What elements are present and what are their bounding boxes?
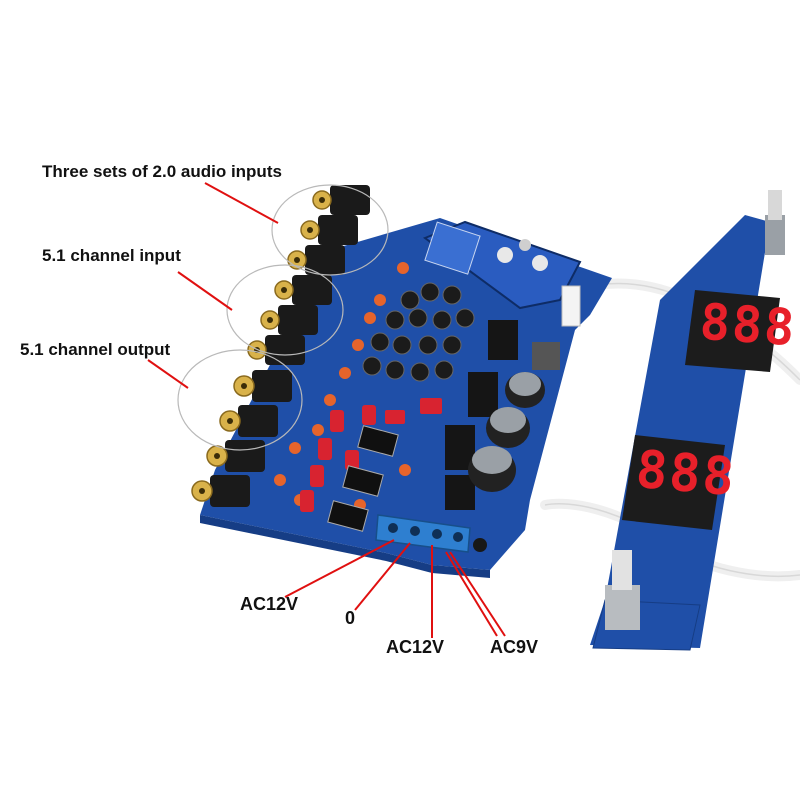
bluetooth-module [422,220,582,310]
label-channel-output: 5.1 channel output [20,340,171,359]
ribbon-connector [561,285,581,327]
regulators [445,320,560,510]
led-readout-upper: 888 [698,292,799,358]
label-ground: 0 [345,608,356,628]
rotary-encoder-bottom [605,550,640,630]
display-strip [590,190,785,651]
led-readout-lower: 888 [633,439,739,509]
electrolytic-capacitors [468,372,545,492]
capacitor-grid [362,282,475,382]
label-ac12v-left: AC12V [240,594,299,614]
led-display-lower [622,435,725,530]
op-amp-chips [327,425,399,532]
callout-circles [177,184,389,451]
label-audio-inputs: Three sets of 2.0 audio inputs [42,162,282,181]
label-ac12v-center: AC12V [386,637,445,657]
callout-lines [147,182,506,638]
led-display-upper [685,290,780,372]
main-pcb [177,184,612,578]
label-channel-input: 5.1 channel input [42,246,181,265]
rca-jacks [191,185,370,507]
rotary-encoder-top [765,190,785,255]
film-capacitors [300,398,442,512]
power-terminal-block [375,514,487,553]
label-ac9v: AC9V [490,637,539,657]
